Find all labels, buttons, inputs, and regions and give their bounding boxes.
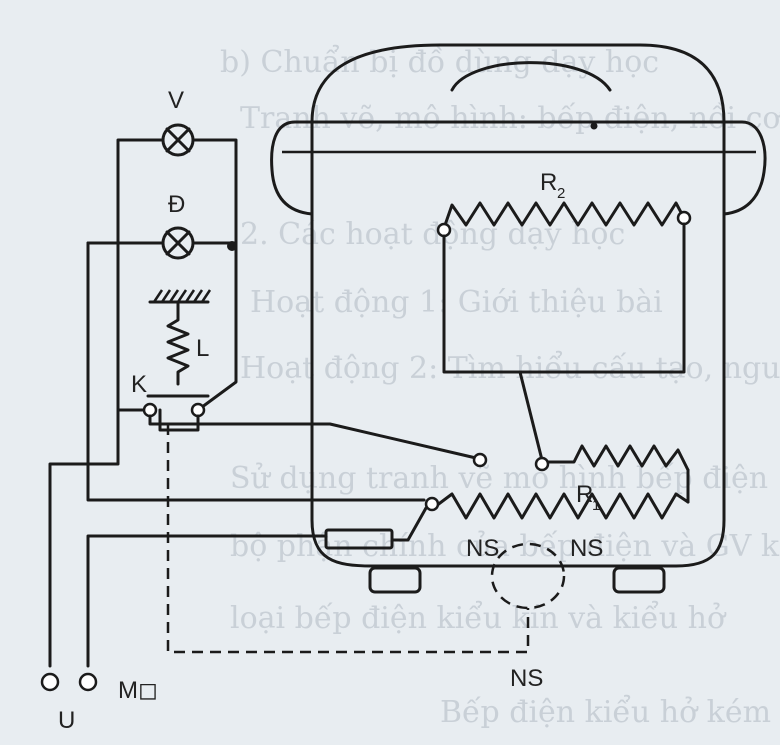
r2-zigzag [442, 201, 686, 230]
lamp-frame-right [191, 138, 238, 245]
power-plug: U M◻ [40, 672, 158, 734]
r2-left-terminal [436, 222, 452, 238]
right-wire-to-switch [196, 241, 238, 412]
sensor-linkage [166, 424, 530, 654]
bg-line-2: Tranh vẽ, mô hình: bếp điện, nồi cơm [240, 101, 780, 136]
left-supply-wire [48, 408, 120, 668]
lid-rivet [590, 122, 598, 130]
cooker-body [270, 43, 767, 594]
bg-line-9: Bếp điện kiểu hở kém an toàn. Bếp điện [440, 694, 780, 730]
right-supply-wire [86, 534, 328, 668]
switch-right-contact [190, 402, 206, 418]
bg-line-8: loại bếp điện kiểu kín và kiểu hở [230, 600, 727, 636]
ns-right-label: NS [570, 535, 603, 562]
r1-top-zigzag [546, 444, 690, 472]
r1-top-terminal [534, 456, 550, 472]
fuse-to-r1-wire [390, 506, 428, 542]
r2-label: R [540, 169, 557, 196]
lamp-d-label: Đ [168, 191, 185, 218]
anchor-hatch [152, 289, 212, 303]
left-handle [270, 120, 314, 216]
r1-subscript: 1 [592, 497, 600, 514]
r2-right-wire [518, 222, 686, 374]
ns-left-label: NS [466, 535, 499, 562]
lid-knob [450, 61, 612, 92]
switch-left-contact [142, 402, 158, 418]
r2-left-wire [442, 234, 544, 462]
lamp-d-to-r1-wire [86, 241, 426, 502]
right-foot [612, 566, 666, 594]
left-foot [368, 566, 422, 594]
r1-bottom-zigzag [434, 492, 690, 520]
bg-line-4: Hoạt động 1: Giới thiệu bài [250, 285, 663, 320]
bg-line-5: Hoạt động 2: Tìm hiểu cấu tạo, nguyên lí [240, 350, 780, 386]
r1-label: R [576, 481, 593, 508]
cooker-lid [310, 43, 726, 124]
r2-subscript: 2 [557, 185, 565, 202]
right-handle [722, 120, 767, 216]
ns-bottom-label: NS [510, 665, 543, 692]
power-right-label: M◻ [118, 677, 158, 704]
control-unit: V Đ L K [116, 87, 238, 418]
lamp-v-label: V [168, 87, 184, 114]
r2-right-terminal [676, 210, 692, 226]
resistor-r1: R 1 [424, 444, 690, 520]
switch-to-r1-wire [148, 414, 478, 460]
r1-bottom-terminal [424, 496, 440, 512]
ns-sensor-circle [490, 542, 566, 610]
spring-l [166, 300, 190, 386]
bg-line-6: Sử dụng tranh vẽ mô hình bếp điện [230, 461, 768, 496]
spring-label: L [196, 335, 209, 362]
power-label: U [58, 707, 75, 734]
r2-feed-terminal [472, 452, 488, 468]
lamp-d-cross [165, 230, 191, 256]
cooker-outline [310, 120, 726, 568]
lamp-frame-left [116, 138, 165, 412]
lamp-v-cross [165, 127, 191, 153]
plug-right-pin [78, 672, 98, 692]
switch-label: K [131, 371, 147, 398]
bg-line-3: 2. Các hoạt động dạy học [240, 217, 625, 252]
background-text: b) Chuẩn bị đồ dùng dạy học Tranh vẽ, mô… [220, 44, 780, 730]
bg-line-1: b) Chuẩn bị đồ dùng dạy học [220, 44, 659, 80]
plug-left-pin [40, 672, 60, 692]
